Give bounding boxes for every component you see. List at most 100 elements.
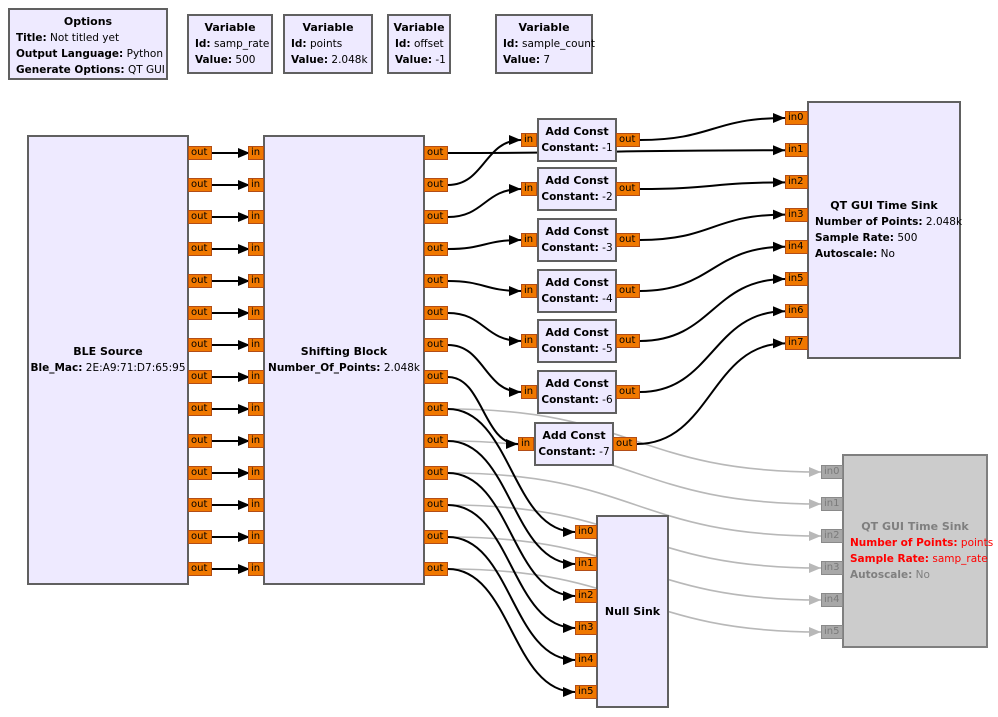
shifting-block-in-port[interactable]: in (248, 498, 264, 512)
null-sink-block[interactable]: Null Sink (596, 515, 669, 708)
add-const-out-port[interactable]: out (616, 334, 640, 348)
shifting-block-out-port[interactable]: out (424, 178, 448, 192)
ble-source-out-port[interactable]: out (188, 530, 212, 544)
ble-source-out-port[interactable]: out (188, 466, 212, 480)
qt-sink-input-port[interactable]: in2 (785, 175, 808, 190)
add-const-out-port[interactable]: out (616, 385, 640, 399)
ble-source-out-port[interactable]: out (188, 274, 212, 288)
ble-source-out-port[interactable]: out (188, 306, 212, 320)
null-sink-input-port[interactable]: in0 (575, 525, 597, 539)
qt-sink-input-port[interactable]: in1 (785, 143, 808, 158)
ble-source-out-port[interactable]: out (188, 402, 212, 416)
add-const-in-port[interactable]: in (521, 133, 537, 147)
shifting-block-out-port[interactable]: out (424, 466, 448, 480)
add-const-out-port[interactable]: out (616, 233, 640, 247)
ble-source-out-port[interactable]: out (188, 434, 212, 448)
null-sink-input-port[interactable]: in2 (575, 589, 597, 603)
shifting-block-out-port[interactable]: out (424, 306, 448, 320)
ble-source-out-port[interactable]: out (188, 370, 212, 384)
ble-source-out-port[interactable]: out (188, 242, 212, 256)
ble-source-out-port[interactable]: out (188, 498, 212, 512)
shifting-block-out-port[interactable]: out (424, 562, 448, 576)
connection-wire[interactable] (447, 440, 576, 565)
qt-sink-input-port[interactable]: in6 (785, 304, 808, 319)
shifting-block-out-port[interactable]: out (424, 370, 448, 384)
connection-wire[interactable] (639, 181, 786, 190)
shifting-block-out-port[interactable]: out (424, 338, 448, 352)
qt-sink-disabled-input-port[interactable]: in3 (821, 561, 843, 575)
shifting-block-out-port[interactable]: out (424, 402, 448, 416)
qt-sink-disabled-input-port[interactable]: in0 (821, 465, 843, 479)
ble-source-out-port[interactable]: out (188, 210, 212, 224)
shifting-block-out-port[interactable]: out (424, 498, 448, 512)
null-sink-input-port[interactable]: in1 (575, 557, 597, 571)
add-const-in-port[interactable]: in (521, 334, 537, 348)
shifting-block-in-port[interactable]: in (248, 530, 264, 544)
qt-sink-input-port[interactable]: in0 (785, 111, 808, 125)
qt-sink-input-port[interactable]: in3 (785, 207, 808, 222)
shifting-block-out-port[interactable]: out (424, 274, 448, 288)
null-sink-input-port[interactable]: in3 (575, 621, 597, 635)
shifting-block-out-port[interactable]: out (424, 210, 448, 224)
connection-wire[interactable] (447, 344, 522, 393)
shifting-block-in-port[interactable]: in (248, 146, 264, 160)
shifting-block-in-port[interactable]: in (248, 370, 264, 384)
shifting-block-out-port[interactable]: out (424, 530, 448, 544)
connection-wire[interactable] (639, 245, 786, 292)
shifting-block-in-port[interactable]: in (248, 466, 264, 480)
null-sink-input-port[interactable]: in4 (575, 653, 597, 667)
shifting-block-in-port[interactable]: in (248, 210, 264, 224)
qt-sink-disabled-input-port[interactable]: in5 (821, 625, 843, 639)
add-const-out-port[interactable]: out (616, 133, 640, 147)
qt-sink-disabled-input-port[interactable]: in4 (821, 593, 843, 607)
add-const-in-port[interactable]: in (521, 233, 537, 247)
add-const-out-port[interactable]: out (616, 284, 640, 298)
connection-wire[interactable] (447, 504, 576, 629)
ble-source-out-port[interactable]: out (188, 178, 212, 192)
qt-sink-input-port[interactable]: in5 (785, 272, 808, 286)
shifting-block-in-port[interactable]: in (248, 338, 264, 352)
add-const-in-port[interactable]: in (521, 182, 537, 196)
connection-wire[interactable] (639, 117, 786, 141)
ble-source-out-port[interactable]: out (188, 562, 212, 576)
ble-source-out-port[interactable]: out (188, 146, 212, 160)
connection-wire[interactable] (447, 472, 576, 597)
add-const-in-port[interactable]: in (518, 437, 534, 451)
connection-wire[interactable] (639, 213, 786, 241)
add-const-in-port[interactable]: in (521, 385, 537, 399)
connection-wire[interactable] (639, 310, 786, 393)
add-const-out-port[interactable]: out (613, 437, 637, 451)
connection-wire[interactable] (636, 342, 786, 445)
shifting-block-in-port[interactable]: in (248, 562, 264, 576)
qt-sink-input-port[interactable]: in7 (785, 336, 808, 351)
shifting-block-in-port[interactable]: in (248, 242, 264, 256)
ble-source-out-port[interactable]: out (188, 338, 212, 352)
shifting-block-in-port[interactable]: in (248, 434, 264, 448)
qt-sink-disabled-input-port[interactable]: in2 (821, 529, 843, 543)
shifting-block-in-port[interactable]: in (248, 178, 264, 192)
shifting-block-out-port[interactable]: out (424, 146, 448, 160)
connection-wire[interactable] (639, 278, 786, 342)
shifting-block-in-port[interactable]: in (248, 306, 264, 320)
shifting-block-out-port[interactable]: out (424, 242, 448, 256)
connection-wire[interactable] (447, 408, 576, 533)
add-const-out-port[interactable]: out (616, 182, 640, 196)
shifting-block-out-port[interactable]: out (424, 434, 448, 448)
shifting-block-in-port[interactable]: in (248, 402, 264, 416)
add-const-in-port[interactable]: in (521, 284, 537, 298)
shifting-block-in-port[interactable]: in (248, 274, 264, 288)
